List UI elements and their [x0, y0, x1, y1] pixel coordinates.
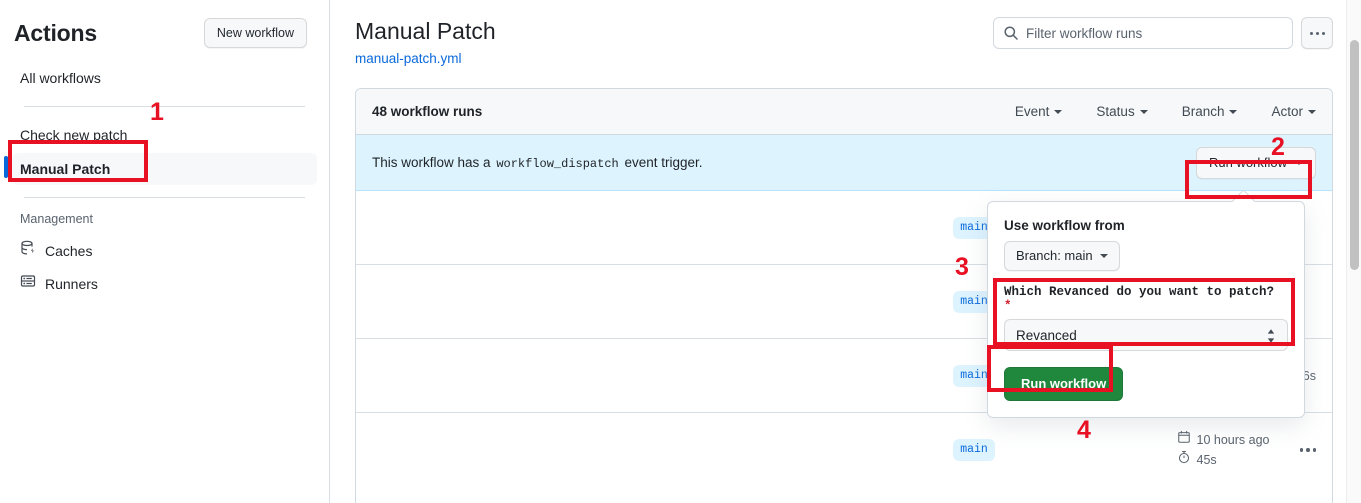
stopwatch-icon	[1177, 450, 1191, 470]
scrollbar-thumb[interactable]	[1350, 40, 1359, 270]
annotation-marker-2: 2	[1271, 133, 1285, 161]
sidebar-item-manual-patch[interactable]: Manual Patch	[4, 153, 317, 185]
sidebar-management-label: Management	[20, 212, 93, 226]
search-placeholder: Filter workflow runs	[1026, 25, 1143, 41]
filter-event[interactable]: Event	[1015, 104, 1063, 119]
filter-status[interactable]: Status	[1096, 104, 1148, 119]
workflow-file-link[interactable]: manual-patch.yml	[355, 51, 462, 66]
sidebar-workflow-list: All workflows Check new patch Manual Pat…	[0, 62, 329, 198]
sidebar-item-label: All workflows	[20, 70, 101, 86]
patch-target-select[interactable]: Revanced	[1004, 319, 1288, 351]
header-actions: Filter workflow runs	[993, 17, 1333, 49]
annotation-marker-4: 4	[1077, 416, 1091, 444]
branch-badge[interactable]: main	[953, 439, 995, 461]
page-title: Manual Patch	[355, 18, 496, 44]
sidebar-divider-1	[24, 106, 305, 107]
run-duration: 45s	[1177, 450, 1270, 470]
filter-branch[interactable]: Branch	[1182, 104, 1238, 119]
sidebar-item-label: Runners	[45, 275, 98, 292]
workflow-dispatch-banner: This workflow has a workflow_dispatch ev…	[356, 135, 1332, 191]
branch-selector-button[interactable]: Branch: main	[1004, 241, 1120, 271]
sidebar-divider-2	[24, 197, 305, 198]
sidebar-header: Actions New workflow	[0, 0, 329, 48]
page-title-block: Manual Patch manual-patch.yml	[355, 16, 496, 66]
sidebar-item-label: Check new patch	[20, 127, 128, 143]
runs-filters: Event Status Branch Actor	[1015, 104, 1316, 119]
run-workflow-dropdown-button[interactable]: Run workflow	[1195, 146, 1316, 179]
submit-run-workflow-button[interactable]: Run workflow	[1004, 367, 1124, 401]
table-row[interactable]: main	[356, 413, 1332, 487]
run-timestamp: 10 hours ago	[1177, 430, 1270, 450]
filter-actor[interactable]: Actor	[1271, 104, 1316, 119]
chevron-down-icon	[1139, 109, 1148, 114]
search-icon	[1003, 25, 1019, 46]
chevron-down-icon	[1099, 254, 1108, 258]
page-header: Manual Patch manual-patch.yml Filter wor…	[355, 16, 1333, 66]
sidebar-item-runners[interactable]: Runners	[0, 267, 329, 300]
branch-selector-label: Branch: main	[1016, 248, 1093, 263]
chevron-down-icon	[1229, 109, 1238, 114]
runners-icon	[20, 273, 36, 294]
calendar-icon	[1177, 430, 1191, 450]
patch-target-value: Revanced	[1016, 327, 1077, 343]
sidebar-item-caches[interactable]: Caches	[0, 234, 329, 267]
annotation-marker-1: 1	[150, 98, 164, 126]
runs-panel-header: 48 workflow runs Event Status Branch	[356, 89, 1332, 135]
branch-badge[interactable]: main	[953, 290, 995, 313]
run-meta: 10 hours ago 45s	[1177, 430, 1270, 470]
chevron-down-icon	[1054, 109, 1063, 114]
run-workflow-dropdown-panel: Use workflow from Branch: main Which Rev…	[987, 201, 1305, 418]
chevron-down-icon	[1308, 109, 1316, 114]
select-arrows-icon	[1265, 327, 1277, 348]
search-input[interactable]: Filter workflow runs	[993, 17, 1293, 49]
runs-count: 48 workflow runs	[372, 104, 483, 119]
kebab-horizontal-icon[interactable]	[1301, 17, 1333, 49]
main-content: Manual Patch manual-patch.yml Filter wor…	[331, 0, 1361, 503]
dispatch-notice-text: This workflow has a workflow_dispatch ev…	[372, 154, 703, 171]
sidebar-item-all-workflows[interactable]: All workflows	[12, 62, 317, 94]
table-row[interactable]: main	[356, 191, 1332, 265]
sidebar-item-label: Caches	[45, 242, 93, 259]
new-workflow-button[interactable]: New workflow	[203, 18, 307, 48]
annotation-marker-3: 3	[955, 253, 969, 281]
required-marker: *	[1004, 299, 1012, 313]
sidebar-item-label: Manual Patch	[20, 161, 111, 177]
use-workflow-from-label: Use workflow from	[1004, 218, 1125, 233]
sidebar-item-check-new-patch[interactable]: Check new patch	[12, 119, 317, 151]
table-row[interactable]: main	[356, 265, 1332, 339]
branch-badge[interactable]: main	[953, 364, 995, 387]
cache-icon	[20, 240, 36, 261]
dispatch-event-code: workflow_dispatch	[496, 156, 619, 171]
sidebar: Actions New workflow All workflows Check…	[0, 0, 330, 503]
row-kebab-icon[interactable]	[1299, 448, 1316, 452]
chevron-down-icon	[1295, 160, 1303, 165]
patch-target-field-label: Which Revanced do you want to patch? *	[1004, 285, 1275, 313]
page-scrollbar[interactable]	[1346, 0, 1361, 503]
branch-badge[interactable]: main	[953, 216, 995, 239]
sidebar-title: Actions	[14, 19, 97, 46]
